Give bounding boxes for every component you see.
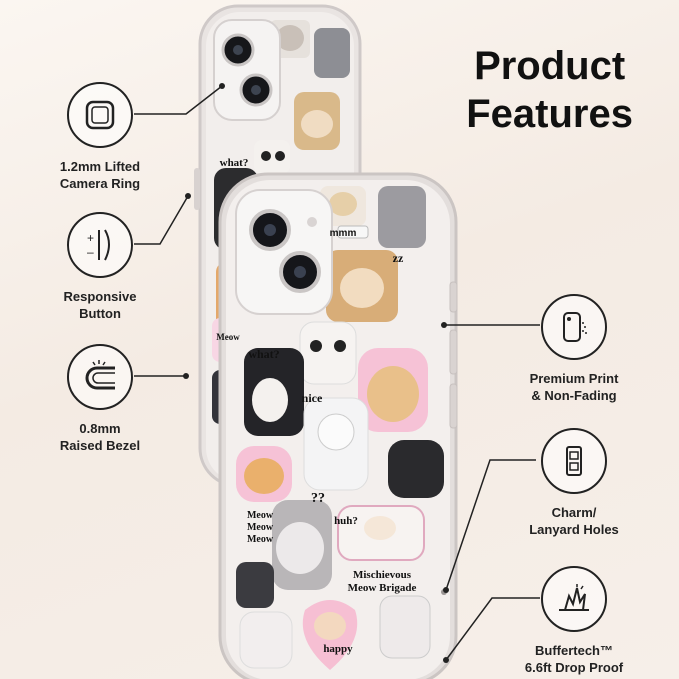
feature-label-line-2: Button — [79, 306, 121, 321]
sticker-meow-1: Meow — [247, 510, 274, 521]
sticker-mmm: mmm — [330, 228, 357, 239]
feature-label-line-1: Responsive — [63, 289, 137, 304]
feature-raised-bezel: 0.8mm Raised Bezel — [30, 344, 170, 454]
sticker-zz: zz — [393, 251, 404, 265]
svg-text:+: + — [87, 231, 94, 245]
feature-premium-print: Premium Print & Non-Fading — [504, 294, 644, 404]
page-title: Product Features — [466, 42, 633, 138]
title-line-1: Product — [474, 44, 626, 88]
sticker-qq: ?? — [311, 491, 325, 506]
button-icon: +– — [67, 212, 133, 278]
feature-label-line-2: Raised Bezel — [59, 438, 141, 453]
sticker-huh: huh? — [334, 515, 358, 527]
feature-responsive-button: +– Responsive Button — [30, 212, 170, 322]
sticker-nice: nice — [302, 391, 323, 405]
back-sticker-what: what? — [220, 157, 249, 169]
back-sticker-meow: Meow — [216, 332, 240, 342]
front-phone-case — [218, 172, 458, 679]
camera-ring-icon — [67, 82, 133, 148]
drop-proof-icon — [541, 566, 607, 632]
sticker-brigade-line-2: Meow Brigade — [348, 582, 417, 594]
feature-label-line-2: Camera Ring — [59, 176, 141, 191]
sticker-meow-3: Meow — [247, 534, 274, 545]
feature-lanyard-holes: Charm/ Lanyard Holes — [504, 428, 644, 538]
lanyard-hole-icon — [541, 428, 607, 494]
sticker-what: what? — [248, 347, 279, 361]
feature-label-line-2: Lanyard Holes — [529, 522, 619, 537]
bezel-icon — [67, 344, 133, 410]
svg-text:–: – — [87, 245, 94, 259]
feature-label-line-2: 6.6ft Drop Proof — [524, 660, 624, 675]
feature-label-line-1: 0.8mm — [79, 421, 121, 436]
print-icon — [541, 294, 607, 360]
sticker-meow-2: Meow — [247, 522, 274, 533]
feature-label-line-2: & Non-Fading — [531, 388, 617, 403]
feature-camera-ring: 1.2mm Lifted Camera Ring — [30, 82, 170, 192]
feature-drop-proof: Buffertech™ 6.6ft Drop Proof — [504, 566, 644, 676]
title-line-2: Features — [466, 92, 633, 136]
feature-label-line-1: 1.2mm Lifted — [59, 159, 141, 174]
feature-label-line-1: Charm/ — [551, 505, 597, 520]
feature-label-line-1: Buffertech™ — [534, 643, 613, 658]
sticker-happy: happy — [323, 643, 353, 655]
sticker-brigade-line-1: Mischievous — [353, 569, 412, 581]
feature-label-line-1: Premium Print — [529, 371, 619, 386]
